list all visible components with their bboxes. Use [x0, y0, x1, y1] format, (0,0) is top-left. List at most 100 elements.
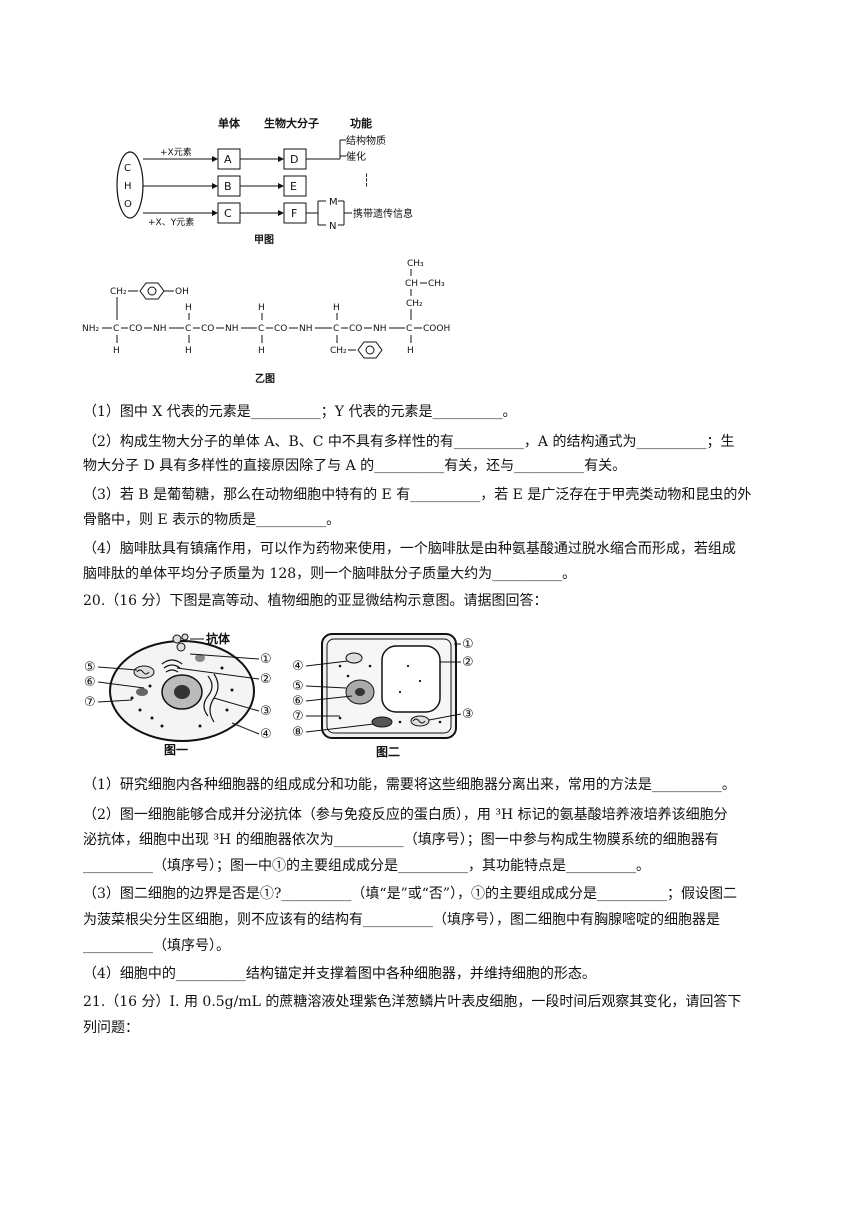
chain-nh2: NH₂ [82, 324, 100, 334]
figure-jia: 单体 生物大分子 功能 C H O +X元素 +X、Y元素 A B C D E … [116, 116, 413, 246]
q21-line-1: 21.（16 分）I. 用 0.5g/mL 的蔗糖溶液处理紫色洋葱鳞片叶表皮细胞… [83, 994, 742, 1010]
q19-line-3: 物大分子 D 具有多样性的直接原因除了与 A 的__________有关，还与_… [83, 458, 627, 474]
function-structure: 结构物质 [346, 134, 386, 147]
plant-vacuole [381, 645, 441, 713]
q20-line-7: __________（填序号）。 [83, 938, 230, 954]
res1-ch2: CH₂ [110, 287, 127, 297]
plant-label-7: ⑦ [292, 709, 304, 724]
animal-mitochondrion [133, 665, 155, 679]
res5-ch3-right: CH₃ [428, 279, 445, 289]
branch-n: N [329, 221, 336, 232]
plant-label-6: ⑥ [292, 694, 304, 709]
chain-c3: C [258, 324, 264, 334]
plant-label-8: ⑧ [292, 725, 304, 740]
box-b-label: B [224, 180, 232, 193]
chain-co4: CO [349, 324, 362, 334]
q21-line-2: 列问题： [83, 1020, 139, 1036]
q19-line-7: 脑啡肽的单体平均分子质量为 128，则一个脑啡肽分子质量大约为_________… [83, 566, 577, 582]
q20-line-6: 为菠菜根尖分生区细胞，则不应该有的结构有__________（填序号），图二细胞… [83, 912, 720, 928]
chain-co3: CO [274, 324, 287, 334]
animal-label-5: ⑤ [84, 660, 96, 675]
q20-line-2: （2）图一细胞能够合成并分泌抗体（参与免疫反应的蛋白质），用 ³H 标记的氨基酸… [83, 807, 728, 823]
q19-line-4: （3）若 B 是葡萄糖，那么在动物细胞中特有的 E 有__________，若 … [83, 487, 752, 503]
res4-ring [357, 341, 383, 359]
header-macro: 生物大分子 [264, 116, 319, 130]
animal-golgi [161, 659, 183, 673]
res4-ch2: CH₂ [330, 346, 347, 356]
box-e [283, 175, 307, 197]
chain-nh3: NH [299, 324, 313, 334]
chain-cooh: COOH [423, 324, 450, 334]
chain-c1: C [113, 324, 119, 334]
box-c-label: C [224, 207, 232, 220]
chain-co1: CO [129, 324, 142, 334]
res5-ch2: CH₂ [406, 299, 423, 309]
q19-line-2: （2）构成生物大分子的单体 A、B、C 中不具有多样性的有__________，… [83, 434, 735, 450]
res1-oh: OH [175, 287, 189, 297]
res1-h: H [113, 346, 120, 356]
box-d-label: D [290, 153, 298, 166]
chain-c4: C [333, 324, 339, 334]
caption-jia: 甲图 [254, 234, 274, 246]
q19-line-5: 骨骼中，则 E 表示的物质是__________。 [83, 512, 341, 528]
res5-ch: CH [405, 279, 418, 289]
figure-animal-cell: 抗体 ⑤ ⑥ ⑦ ① ② ③ ④ 图一 [84, 631, 272, 757]
plant-label-2: ② [462, 655, 474, 670]
q20-line-5: （3）图二细胞的边界是否是①?__________（填“是”或“否”），①的主要… [83, 886, 738, 902]
animal-label-7: ⑦ [84, 695, 96, 710]
res5-h: H [407, 346, 414, 356]
function-dots: ┆ [363, 173, 370, 187]
res2-h-top: H [185, 303, 192, 313]
chain-c5: C [406, 324, 412, 334]
animal-label-3: ③ [260, 704, 272, 719]
chain-nh2b: NH [225, 324, 239, 334]
box-a-label: A [224, 153, 232, 166]
chain-nh1: NH [153, 324, 167, 334]
res4-h-top: H [333, 303, 340, 313]
antibody-label: 抗体 [206, 631, 231, 646]
res5-ch3-top: CH₃ [407, 259, 424, 269]
x-element-label: +X元素 [160, 146, 192, 158]
caption-fig1: 图一 [164, 743, 188, 757]
q19-line-1: （1）图中 X 代表的元素是__________；Y 代表的元素是_______… [83, 404, 517, 420]
q19-line-6: （4）脑啡肽具有镇痛作用，可以作为药物来使用，一个脑啡肽是由种氨基酸通过脱水缩合… [83, 541, 736, 557]
plant-label-4: ④ [292, 659, 304, 674]
function-catalysis: 催化 [346, 150, 366, 163]
animal-label-6: ⑥ [84, 675, 96, 690]
xy-element-label: +X、Y元素 [148, 216, 194, 228]
figure-yi: NH₂ C CO NH C CO NH C CO NH C CO NH C CO… [82, 259, 450, 385]
q20-line-8: （4）细胞中的__________结构锚定并支撑着图中各种细胞器，并维持细胞的形… [83, 966, 596, 982]
chain-nh4: NH [373, 324, 387, 334]
element-o: O [124, 199, 132, 210]
q20-line-4: __________（填序号）；图一中①的主要组成成分是__________，其… [83, 858, 650, 874]
plant-mitochondrion [410, 715, 430, 727]
q20-line-1: （1）研究细胞内各种细胞器的组成成分和功能，需要将这些细胞器分离出来，常用的方法… [83, 777, 736, 793]
element-ellipse [116, 151, 144, 219]
animal-label-1: ① [260, 652, 272, 667]
header-monomer: 单体 [218, 116, 241, 130]
plant-label-5: ⑤ [292, 679, 304, 694]
plant-label-3: ③ [462, 707, 474, 722]
animal-label-4: ④ [260, 727, 272, 742]
q20-line-3: 泌抗体，细胞中出现 ³H 的细胞器依次为__________（填序号）；图一中参… [83, 832, 719, 848]
element-h: H [124, 181, 132, 192]
chain-co2: CO [201, 324, 214, 334]
animal-label-2: ② [260, 672, 272, 687]
res3-h-bottom: H [258, 346, 265, 356]
figure-plant-cell: ④ ⑤ ⑥ ⑦ ⑧ ① ② ③ 图二 [292, 633, 474, 759]
branch-m: M [329, 197, 338, 208]
q20-title: 20.（16 分）下图是高等动、植物细胞的亚显微结构示意图。请据图回答： [83, 593, 548, 609]
chain-c2: C [185, 324, 191, 334]
header-function: 功能 [350, 116, 372, 130]
box-f-label: F [291, 207, 297, 220]
box-e-label: E [290, 180, 297, 193]
caption-fig2: 图二 [376, 745, 400, 759]
res3-h-top: H [258, 303, 265, 313]
res2-h-bottom: H [185, 346, 192, 356]
res1-ring [139, 282, 165, 300]
element-c: C [124, 163, 131, 174]
plant-label-1: ① [462, 637, 474, 652]
function-genetic: 携带遗传信息 [353, 207, 413, 220]
plant-chloroplast [371, 716, 393, 728]
caption-yi: 乙图 [255, 373, 275, 385]
